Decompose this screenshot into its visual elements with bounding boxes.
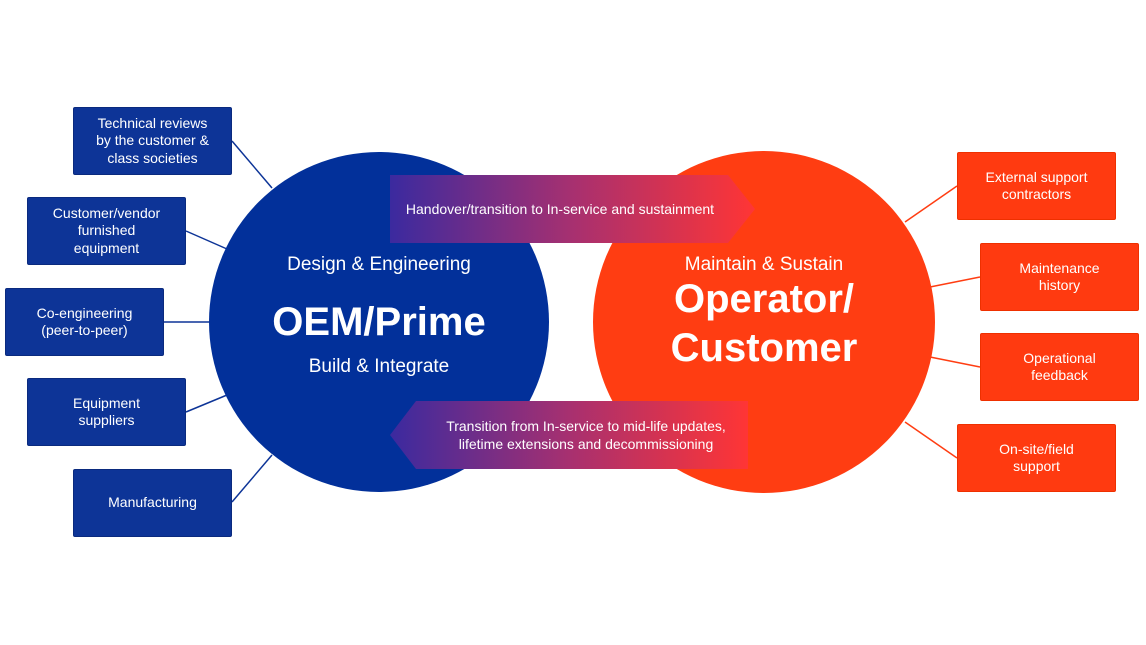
connector-line-technical-reviews [231,140,273,189]
onsite-field-support-box: On-site/field support [957,424,1116,492]
connector-line-customer-vendor [185,230,228,250]
manufacturing-box: Manufacturing [73,469,232,537]
connector-line-operational-feedback [929,356,981,368]
equipment-suppliers-box: Equipment suppliers [27,378,186,446]
connector-line-equipment-suppliers [185,394,228,413]
connector-line-onsite-support [904,421,958,459]
customer-vendor-equipment-box: Customer/vendor furnished equipment [27,197,186,265]
operator-title-line2: Customer [670,326,858,370]
connector-line-maintenance-history [929,276,981,288]
connector-line-manufacturing [231,454,273,503]
oem-bottom-label: Build & Integrate [308,356,450,377]
maintenance-history-box: Maintenance history [980,243,1139,311]
handover-arrow [390,175,755,243]
operator-top-label: Maintain & Sustain [684,254,844,275]
connector-line-external-support [904,185,958,223]
external-support-contractors-box: External support contractors [957,152,1116,220]
transition-arrow [390,401,748,469]
transition-arrow-label: Transition from In-service to mid-life u… [446,418,726,452]
oem-title: OEM/Prime [272,300,486,344]
operational-feedback-box: Operational feedback [980,333,1139,401]
oem-top-label: Design & Engineering [287,254,471,275]
co-engineering-box: Co-engineering (peer-to-peer) [5,288,164,356]
operator-title-line1: Operator/ [673,277,855,321]
handover-arrow-label: Handover/transition to In-service and su… [405,201,715,217]
technical-reviews-box: Technical reviews by the customer & clas… [73,107,232,175]
